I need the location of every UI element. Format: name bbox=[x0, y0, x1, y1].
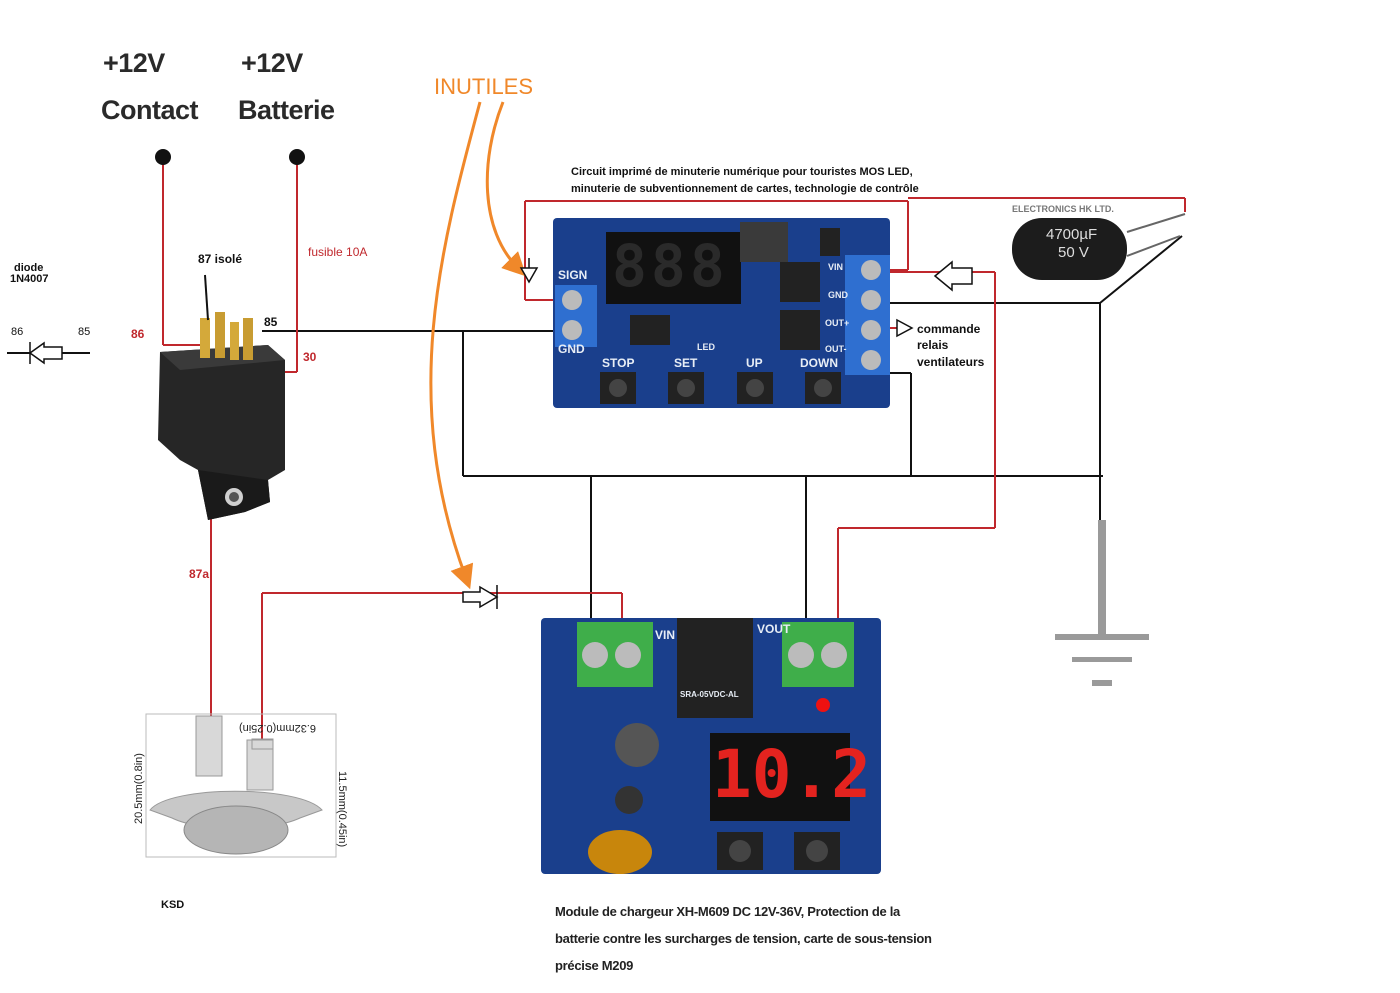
timer-led-label: LED bbox=[697, 342, 715, 352]
timer-up-label: UP bbox=[746, 356, 763, 370]
timer-board bbox=[553, 218, 890, 408]
diode-symbol bbox=[28, 341, 63, 365]
diode-pin-86-label: 86 bbox=[11, 326, 24, 338]
charger-display: 10.2 bbox=[712, 736, 871, 813]
relay-87a-label: 87a bbox=[189, 567, 210, 581]
charger-relay-marking: SRA-05VDC-AL bbox=[680, 690, 739, 699]
arrow-symbols bbox=[462, 258, 973, 609]
fuse-label: fusible 10A bbox=[308, 245, 368, 259]
thermostat-ksd bbox=[145, 713, 337, 858]
relay-pin-85-label: 85 bbox=[264, 315, 278, 329]
ground-symbol bbox=[1055, 520, 1149, 686]
thermostat-dim-height: 20.5mm(0.8in) bbox=[133, 753, 145, 824]
thermostat-dim-width: 6.32mm(0.25in) bbox=[238, 722, 316, 734]
timer-sign-label: SIGN bbox=[558, 268, 588, 282]
red-wires bbox=[162, 160, 1186, 745]
charger-caption-line1: Module de chargeur XH-M609 DC 12V-36V, P… bbox=[555, 904, 900, 919]
timer-caption-line2: minuterie de subventionnement de cartes,… bbox=[571, 183, 919, 195]
commande-label-line2: relais bbox=[917, 338, 949, 352]
capacitor-capacitance-label: 4700µF bbox=[1046, 226, 1098, 243]
capacitor bbox=[1012, 213, 1186, 280]
contact-terminal-dot bbox=[155, 149, 171, 165]
timer-out-minus-label: OUT- bbox=[825, 344, 847, 354]
battery-name-label: Batterie bbox=[238, 95, 335, 125]
timer-display: 888 bbox=[612, 232, 729, 300]
timer-gnd-terminal-label: GND bbox=[828, 290, 848, 300]
commande-label-line3: ventilateurs bbox=[917, 355, 985, 369]
commande-label-line1: commande bbox=[917, 322, 981, 336]
timer-set-label: SET bbox=[674, 356, 698, 370]
inutiles-label: INUTILES bbox=[434, 74, 534, 99]
timer-gnd-label: GND bbox=[558, 342, 585, 356]
diode-ref-label: 1N4007 bbox=[10, 273, 49, 285]
battery-terminal-dot bbox=[289, 149, 305, 165]
capacitor-brand-label: ELECTRONICS HK LTD. bbox=[1012, 204, 1114, 214]
contact-name-label: Contact bbox=[101, 95, 199, 125]
charger-caption-line3: précise M209 bbox=[555, 958, 634, 973]
charger-caption-line2: batterie contre les surcharges de tensio… bbox=[555, 931, 932, 946]
timer-out-plus-label: OUT+ bbox=[825, 318, 850, 328]
relay-pin-86-label: 86 bbox=[131, 327, 145, 341]
relay-87-isole-label: 87 isolé bbox=[198, 252, 243, 266]
diode-pin-85-label: 85 bbox=[78, 326, 91, 338]
relay-pin-30-label: 30 bbox=[303, 350, 317, 364]
relay bbox=[158, 274, 285, 520]
capacitor-voltage-label: 50 V bbox=[1058, 244, 1089, 261]
charger-vin-label: VIN bbox=[655, 628, 676, 642]
timer-vin-label: VIN bbox=[828, 262, 844, 272]
contact-voltage-label: +12V bbox=[103, 48, 165, 78]
timer-caption-line1: Circuit imprimé de minuterie numérique p… bbox=[571, 166, 913, 178]
black-wires bbox=[7, 235, 1183, 640]
ksd-label: KSD bbox=[161, 899, 185, 911]
thermostat-dim-tab: 11.5mm(0.45in) bbox=[336, 771, 348, 848]
timer-down-label: DOWN bbox=[800, 356, 838, 370]
timer-stop-label: STOP bbox=[602, 356, 635, 370]
inutiles-arrows bbox=[429, 101, 527, 590]
battery-voltage-label: +12V bbox=[241, 48, 303, 78]
charger-vout-label: VOUT bbox=[757, 622, 791, 636]
diode-name-label: diode bbox=[14, 262, 44, 274]
charger-board bbox=[541, 618, 881, 874]
